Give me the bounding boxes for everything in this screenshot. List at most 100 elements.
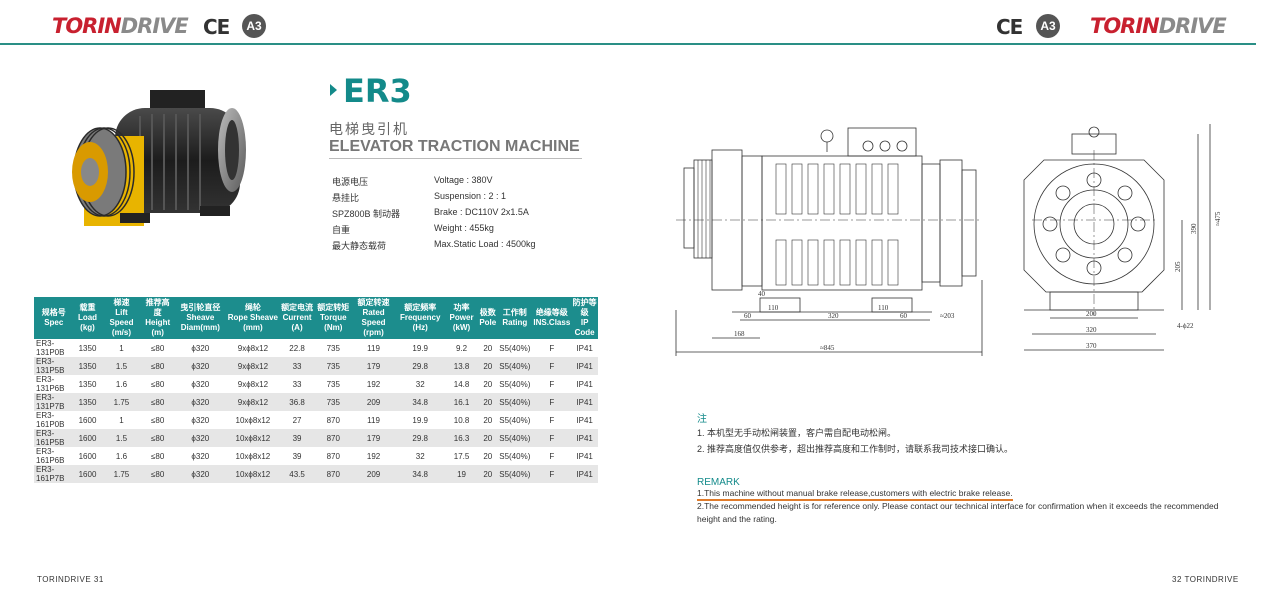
table-cell: IP41 bbox=[571, 411, 598, 429]
table-cell: 33 bbox=[279, 357, 316, 375]
dim-110-right: 110 bbox=[878, 304, 889, 312]
remark-1: 1.This machine without manual brake rele… bbox=[697, 488, 1013, 498]
spec-label-cn: 自重 bbox=[332, 225, 351, 235]
dimension-drawing-svg: 110 110 60 320 60 ≈203 168 ≈845 40 bbox=[675, 124, 1222, 356]
table-cell: 32 bbox=[395, 375, 445, 393]
table-cell: IP41 bbox=[571, 339, 598, 357]
title-divider bbox=[329, 158, 582, 159]
table-cell: ϕ320 bbox=[173, 411, 227, 429]
table-cell: 9xϕ8x12 bbox=[226, 393, 280, 411]
brand-logo-left: TORINDRIVE bbox=[52, 14, 189, 38]
table-cell: F bbox=[532, 411, 572, 429]
table-cell: 1600 bbox=[73, 429, 102, 447]
table-cell: ER3-161P0B bbox=[34, 411, 74, 429]
traction-machine-illustration bbox=[72, 90, 246, 226]
dim-320: 320 bbox=[828, 312, 839, 320]
table-cell: 179 bbox=[351, 429, 396, 447]
table-cell: 1600 bbox=[73, 411, 102, 429]
table-cell: ≤80 bbox=[141, 411, 174, 429]
header-en: Frequency (Hz) bbox=[399, 313, 441, 332]
table-cell: 10xϕ8x12 bbox=[226, 429, 280, 447]
table-cell: S5(40%) bbox=[497, 393, 533, 411]
table-cell: 19.9 bbox=[395, 339, 445, 357]
table-cell: 9xϕ8x12 bbox=[226, 357, 280, 375]
product-title-en: ELEVATOR TRACTION MACHINE bbox=[329, 138, 580, 155]
dim-320-front: 320 bbox=[1086, 326, 1097, 334]
dim-390: 390 bbox=[1190, 223, 1198, 234]
table-cell: 1.5 bbox=[101, 357, 142, 375]
table-cell: ϕ320 bbox=[173, 393, 227, 411]
table-cell: 1.75 bbox=[101, 393, 142, 411]
header-en: Pole bbox=[479, 318, 497, 327]
table-cell: 1 bbox=[101, 411, 142, 429]
table-cell: S5(40%) bbox=[497, 357, 533, 375]
dim-60-left: 60 bbox=[744, 312, 752, 320]
table-cell: 1 bbox=[101, 339, 142, 357]
brand-logo-right-part2: DRIVE bbox=[1158, 14, 1227, 38]
dim-203: ≈203 bbox=[940, 312, 955, 320]
header-cn: 梯速 bbox=[113, 298, 130, 307]
product-title-cn: 电梯曳引机 bbox=[329, 121, 409, 137]
table-cell: 192 bbox=[351, 447, 396, 465]
table-cell: ϕ320 bbox=[173, 339, 227, 357]
table-cell: S5(40%) bbox=[497, 465, 533, 483]
table-cell: ϕ320 bbox=[173, 447, 227, 465]
table-cell: 735 bbox=[315, 339, 352, 357]
spec-value-en: Weight : 455kg bbox=[434, 223, 494, 233]
front-view bbox=[1023, 124, 1211, 351]
table-cell: S5(40%) bbox=[497, 375, 533, 393]
table-cell: IP41 bbox=[571, 465, 598, 483]
table-cell: 192 bbox=[351, 375, 396, 393]
table-cell: 1350 bbox=[73, 375, 102, 393]
table-cell: 29.8 bbox=[395, 429, 445, 447]
header-en: Sheave Diam(mm) bbox=[180, 313, 220, 332]
header-cn: 载重 bbox=[79, 303, 96, 312]
table-cell: 19.9 bbox=[395, 411, 445, 429]
table-cell: 22.8 bbox=[279, 339, 316, 357]
table-cell: 9xϕ8x12 bbox=[226, 339, 280, 357]
table-cell: 870 bbox=[315, 429, 352, 447]
brand-logo-left-part2: DRIVE bbox=[120, 14, 189, 38]
table-cell: ER3-131P6B bbox=[34, 375, 74, 393]
header-en: Height (m) bbox=[145, 318, 171, 337]
spec-value-en: Max.Static Load : 4500kg bbox=[434, 239, 536, 249]
table-cell: ER3-131P5B bbox=[34, 357, 74, 375]
table-cell: 119 bbox=[351, 339, 396, 357]
table-cell: ≤80 bbox=[141, 357, 174, 375]
header-cn: 规格号 bbox=[41, 308, 66, 317]
header-cn: 曳引轮直径 bbox=[180, 303, 221, 312]
table-cell: IP41 bbox=[571, 429, 598, 447]
table-cell: 209 bbox=[351, 465, 396, 483]
table-cell: 20 bbox=[478, 411, 498, 429]
table-cell: S5(40%) bbox=[497, 447, 533, 465]
spec-label-cn: 电源电压 bbox=[332, 177, 369, 187]
table-cell: S5(40%) bbox=[497, 429, 533, 447]
table-cell: ≤80 bbox=[141, 447, 174, 465]
dim-110-left: 110 bbox=[768, 304, 779, 312]
header-en: Torque (Nm) bbox=[320, 313, 347, 332]
product-photo bbox=[60, 88, 250, 238]
table-cell: 9xϕ8x12 bbox=[226, 375, 280, 393]
table-cell: 14.8 bbox=[444, 375, 479, 393]
header-cn: 绝缘等级 bbox=[535, 308, 568, 317]
table-cell: ≤80 bbox=[141, 429, 174, 447]
note-cn-1: 1. 本机型无手动松闸装置，客户需自配电动松闸。 bbox=[697, 428, 897, 438]
table-cell: ϕ320 bbox=[173, 465, 227, 483]
note-cn-2: 2. 推荐高度值仅供参考，超出推荐高度和工作制时，请联系我司技术接口确认。 bbox=[697, 444, 1014, 454]
brand-logo-right-part1: TORIN bbox=[1090, 14, 1160, 38]
header-cn: 防护等级 bbox=[572, 298, 597, 317]
